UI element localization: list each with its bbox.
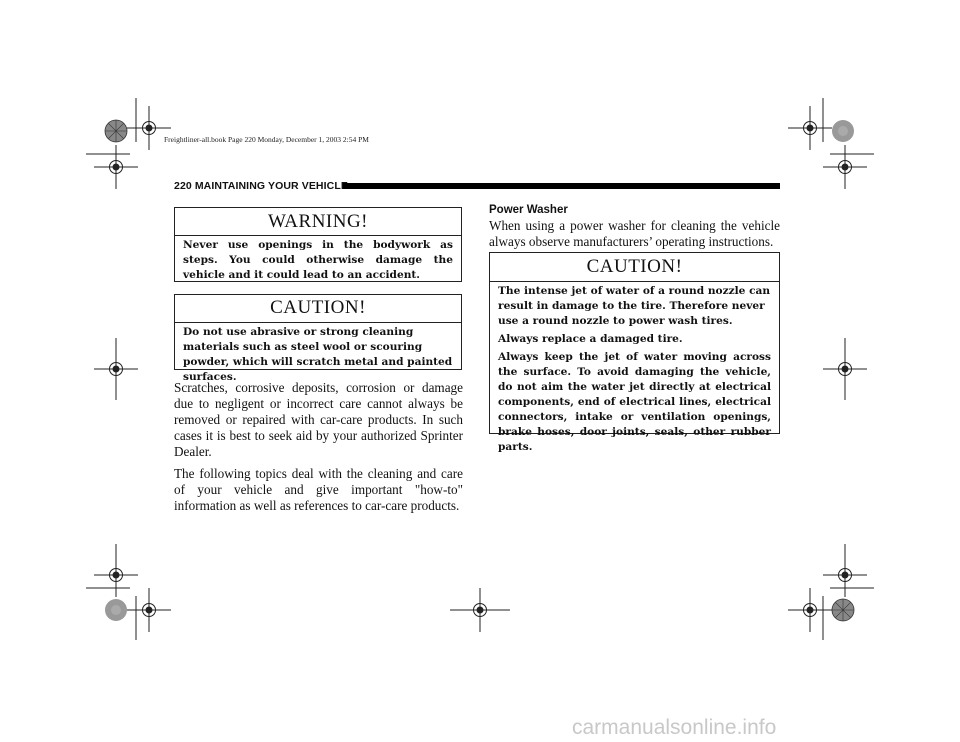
warning-text: Never use openings in the bodywork as st… bbox=[183, 239, 453, 281]
caution-paragraph-1: The intense jet of water of a round nozz… bbox=[498, 285, 771, 327]
watermark: carmanualsonline.info bbox=[572, 716, 777, 739]
book-info: Freightliner-all.book Page 220 Monday, D… bbox=[164, 135, 369, 144]
caution-paragraph-3: Always keep the jet of water moving acro… bbox=[498, 351, 771, 453]
crosshair-icon bbox=[787, 105, 833, 151]
caution-title-left: CAUTION! bbox=[270, 297, 366, 318]
caution-divider-right bbox=[490, 281, 779, 282]
caution-paragraph-2: Always replace a damaged tire. bbox=[498, 333, 683, 345]
crosshair-icon bbox=[787, 587, 833, 633]
crosshair-icon bbox=[822, 552, 868, 598]
body-paragraph-2: The following topics deal with the clean… bbox=[174, 466, 463, 513]
power-washer-text: When using a power washer for cleaning t… bbox=[489, 218, 780, 249]
caution-text-left: Do not use abrasive or strong cleaning m… bbox=[183, 326, 453, 383]
warning-divider bbox=[175, 235, 461, 236]
wheel-icon bbox=[104, 119, 128, 143]
caution-box-left: CAUTION! Do not use abrasive or strong c… bbox=[174, 294, 462, 383]
caution-box-right: CAUTION! The intense jet of water of a r… bbox=[489, 252, 780, 453]
caution-divider-left bbox=[175, 322, 461, 323]
header-rule bbox=[343, 183, 780, 189]
crosshair-icon bbox=[93, 552, 139, 598]
disc-icon bbox=[832, 120, 854, 142]
disc-icon bbox=[105, 599, 127, 621]
crosshair-icon bbox=[93, 144, 139, 190]
power-washer-heading: Power Washer bbox=[489, 204, 568, 216]
caution-title-right: CAUTION! bbox=[586, 256, 683, 277]
wheel-icon bbox=[831, 598, 855, 622]
warning-box: WARNING! Never use openings in the bodyw… bbox=[174, 207, 462, 282]
crosshair-icon bbox=[126, 587, 172, 633]
page-header: 220 MAINTAINING YOUR VEHICLE bbox=[174, 180, 348, 192]
crosshair-icon bbox=[822, 144, 868, 190]
warning-title: WARNING! bbox=[267, 211, 369, 232]
caution-text-right: The intense jet of water of a round nozz… bbox=[498, 284, 771, 458]
body-paragraph-1: Scratches, corrosive deposits, corrosion… bbox=[174, 380, 463, 459]
left-body: Scratches, corrosive deposits, corrosion… bbox=[174, 380, 463, 520]
